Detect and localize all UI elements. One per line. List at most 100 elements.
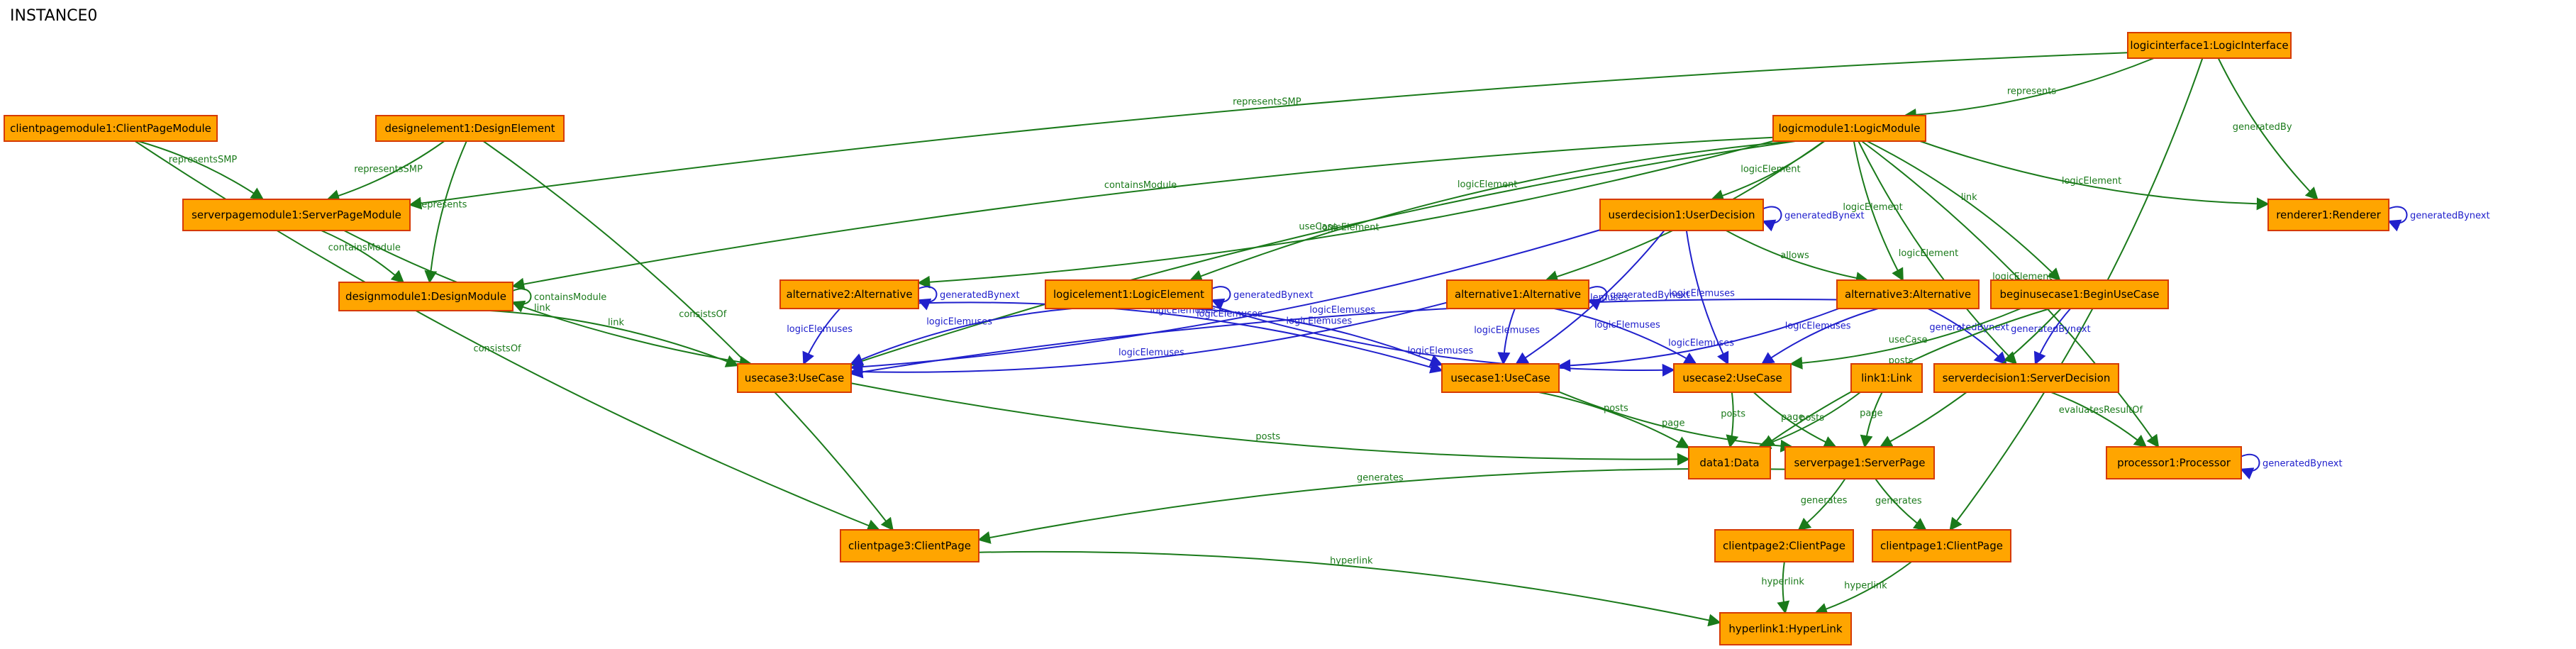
edge-label-serverpagemodule1-designmodule1: containsModule [328, 243, 401, 253]
edge-usecase2-serverpage1 [1753, 392, 1837, 448]
node-renderer1[interactable]: renderer1:Renderer [2267, 199, 2389, 231]
edge-alternative3-usecase3 [850, 299, 1838, 379]
node-box-clientpage1 [1872, 529, 2011, 562]
node-userdecision1[interactable]: userdecision1:UserDecision [1599, 199, 1764, 231]
edge-logicmodule1-beginusecase1 [1867, 140, 2061, 282]
node-beginusecase1[interactable]: beginusecase1:BeginUseCase [1990, 279, 2169, 309]
edge-alternative2-usecase1 [918, 301, 1443, 374]
node-alternative1[interactable]: alternative1:Alternative [1446, 279, 1589, 309]
edge-beginusecase1-serverdecision1 [2033, 308, 2072, 365]
edge-logicmodule1-serverdecision1 [1858, 140, 2018, 365]
node-box-usecase1 [1441, 363, 1560, 393]
node-box-hyperlink1 [1719, 612, 1852, 645]
node-label-hyperlink1: hyperlink1:HyperLink [1728, 623, 1843, 636]
node-label-serverpage1: serverpage1:ServerPage [1794, 457, 1925, 470]
edge-label-serverpage1-clientpage2: generates [1801, 496, 1848, 506]
edge-link1-serverpage1 [1860, 392, 1883, 448]
node-box-alternative3 [1836, 279, 1980, 309]
node-serverpage1[interactable]: serverpage1:ServerPage [1784, 446, 1935, 479]
edge-serverpage1-clientpage3 [977, 467, 1786, 544]
edge-label-usecase2-data1: posts [1721, 409, 1745, 420]
node-serverpagemodule1[interactable]: serverpagemodule1:ServerPageModule [182, 199, 411, 231]
node-box-alternative2 [779, 279, 919, 309]
edge-label-serverpage1-clientpage3: generates [1357, 472, 1404, 483]
node-data1[interactable]: data1:Data [1688, 446, 1771, 479]
node-usecase2[interactable]: usecase2:UseCase [1673, 363, 1792, 393]
node-logicinterface1[interactable]: logicinterface1:LogicInterface [2127, 32, 2292, 59]
edge-label-logicmodule1-alternative3: logicElement [1843, 202, 1902, 213]
edge-label-logicmodule1-designmodule1: containsModule [1104, 180, 1177, 191]
edge-label-alternative3-usecase1: logicElemuses [1668, 338, 1734, 348]
edge-label-alternative3-usecase3: logicElemuses [1309, 305, 1375, 316]
node-clientpage1[interactable]: clientpage1:ClientPage [1872, 529, 2011, 562]
edge-label-logicmodule1-beginusecase1: link [1961, 192, 1977, 203]
node-box-serverpagemodule1 [182, 199, 411, 231]
edge-label-logicmodule1-userdecision1: logicElement [1741, 164, 1800, 174]
edge-logicmodule1-renderer1 [1919, 140, 2270, 211]
edge-label-userdecision1-usecase2: logicElemuses [1669, 288, 1735, 299]
edge-label-logicmodule1-usecase3: useCase [1299, 221, 1338, 232]
edge-label-designmodule1-usecase3: link [608, 318, 624, 328]
edge-label-alternative1-usecase1: logicElemuses [1474, 325, 1540, 335]
edge-alternative3-usecase2 [1760, 308, 1879, 365]
node-label-clientpage1: clientpage1:ClientPage [1880, 540, 2003, 553]
node-link1[interactable]: link1:Link [1850, 363, 1923, 393]
node-alternative2[interactable]: alternative2:Alternative [779, 279, 919, 309]
edge-label-usecase1-serverpage1: page [1662, 418, 1684, 428]
edge-logicelement1-usecase2 [1211, 305, 1675, 377]
edge-usecase2-data1 [1726, 392, 1739, 448]
self-loop-logicelement1 [1211, 286, 1231, 311]
node-box-serverdecision1 [1933, 363, 2119, 393]
node-box-renderer1 [2267, 199, 2389, 231]
edge-label-designelement1-designmodule1: represents [418, 199, 467, 210]
node-logicelement1[interactable]: logicelement1:LogicElement [1045, 279, 1213, 309]
node-serverdecision1[interactable]: serverdecision1:ServerDecision [1933, 363, 2119, 393]
edge-clientpage1-hyperlink1 [1814, 561, 1912, 616]
node-designelement1[interactable]: designelement1:DesignElement [375, 115, 565, 142]
node-processor1[interactable]: processor1:Processor [2106, 446, 2242, 479]
node-box-serverpage1 [1784, 446, 1935, 479]
node-usecase3[interactable]: usecase3:UseCase [737, 363, 852, 393]
edge-label-clientpage2-hyperlink1: hyperlink [1761, 577, 1804, 587]
edge-label-clientpagemodule1-serverpagemodule1: representsSMP [169, 155, 238, 165]
node-label-renderer1: renderer1:Renderer [2276, 209, 2381, 221]
node-box-designelement1 [375, 115, 565, 142]
node-clientpagemodule1[interactable]: clientpagemodule1:ClientPageModule [4, 115, 218, 142]
node-label-processor1: processor1:Processor [2117, 457, 2231, 470]
edge-label-logicmodule1-serverdecision1: logicElement [1899, 248, 1958, 259]
edge-label-logicmodule1-logicelement1: logicElement [1458, 179, 1517, 190]
node-alternative3[interactable]: alternative3:Alternative [1836, 279, 1980, 309]
edge-label-beginusecase1-serverdecision1: generatedBynext [2011, 324, 2091, 335]
node-label-clientpage3: clientpage3:ClientPage [848, 540, 971, 553]
node-box-logicinterface1 [2127, 32, 2292, 59]
node-clientpage2[interactable]: clientpage2:ClientPage [1714, 529, 1854, 562]
edge-label-clientpage1-hyperlink1: hyperlink [1844, 580, 1887, 591]
edge-label-clientpage3-hyperlink1: hyperlink [1330, 555, 1373, 566]
self-loop-label-logicelement1: generatedBynext [1233, 290, 1314, 301]
edge-label-userdecision1-alternative3: allows [1780, 250, 1809, 261]
edge-serverpagemodule1-usecase3 [343, 230, 753, 369]
edge-logicmodule1-designmodule1 [511, 136, 1774, 291]
edge-alternative1-usecase1 [1497, 308, 1516, 365]
edge-clientpage2-hyperlink1 [1777, 561, 1790, 614]
node-usecase1[interactable]: usecase1:UseCase [1441, 363, 1560, 393]
node-box-usecase3 [737, 363, 852, 393]
edge-usecase1-data1 [1538, 392, 1690, 449]
self-loop-label-userdecision1: generatedBynext [1784, 211, 1865, 221]
node-designmodule1[interactable]: designmodule1:DesignModule [338, 282, 513, 311]
edge-logicmodule1-logicelement1 [1189, 140, 1794, 282]
node-hyperlink1[interactable]: hyperlink1:HyperLink [1719, 612, 1852, 645]
edge-alternative3-serverdecision1 [1927, 308, 2007, 365]
edge-designelement1-serverpagemodule1 [326, 140, 445, 202]
node-clientpage3[interactable]: clientpage3:ClientPage [840, 529, 979, 562]
node-label-userdecision1: userdecision1:UserDecision [1609, 209, 1755, 221]
node-box-alternative1 [1446, 279, 1589, 309]
edge-alternative1-usecase3 [850, 301, 1448, 379]
edge-beginusecase1-usecase2 [1789, 308, 2021, 370]
edge-usecase3-data1 [850, 382, 1690, 466]
node-logicmodule1[interactable]: logicmodule1:LogicModule [1772, 115, 1926, 142]
node-label-clientpage2: clientpage2:ClientPage [1723, 540, 1845, 553]
edge-label-serverpagemodule1-usecase3: link [534, 303, 550, 314]
node-label-usecase1: usecase1:UseCase [1450, 372, 1550, 384]
